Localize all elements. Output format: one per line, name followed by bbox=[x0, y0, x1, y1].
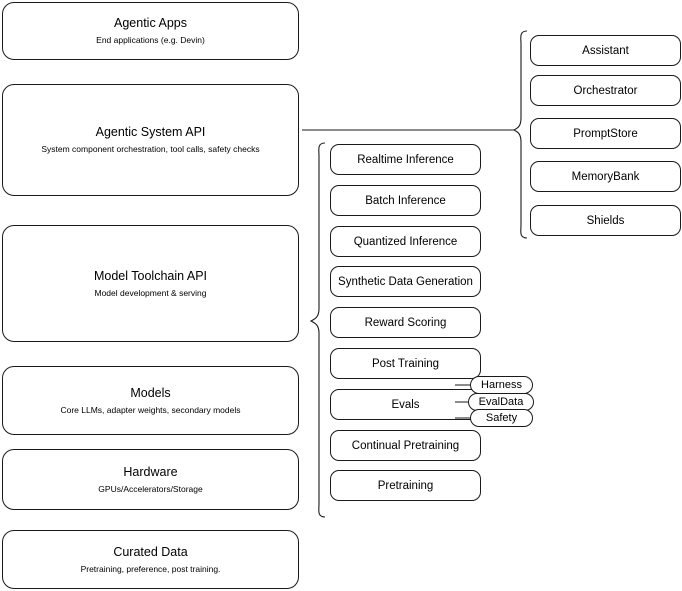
node-orchestrator[interactable]: Orchestrator bbox=[530, 75, 681, 106]
layer-title: Agentic System API bbox=[95, 125, 206, 140]
node-batch-inference[interactable]: Batch Inference bbox=[330, 185, 481, 216]
brace-system-components bbox=[512, 30, 528, 239]
layer-subtitle: GPUs/Accelerators/Storage bbox=[98, 483, 203, 494]
node-label: Assistant bbox=[582, 44, 629, 57]
node-label: Synthetic Data Generation bbox=[338, 275, 473, 288]
layer-curated-data[interactable]: Curated Data Pretraining, preference, po… bbox=[2, 530, 299, 589]
pill-label: Safety bbox=[485, 412, 518, 424]
node-promptstore[interactable]: PromptStore bbox=[530, 118, 681, 149]
node-pretraining[interactable]: Pretraining bbox=[330, 470, 481, 501]
layer-title: Curated Data bbox=[113, 544, 188, 559]
layer-subtitle: Model development & serving bbox=[94, 287, 207, 298]
node-post-training[interactable]: Post Training bbox=[330, 348, 481, 379]
layer-models[interactable]: Models Core LLMs, adapter weights, secon… bbox=[2, 366, 299, 435]
pill-harness[interactable]: Harness bbox=[470, 376, 533, 394]
node-memorybank[interactable]: MemoryBank bbox=[530, 161, 681, 192]
node-label: Pretraining bbox=[377, 479, 434, 492]
node-label: Quantized Inference bbox=[353, 235, 458, 248]
layer-subtitle: System component orchestration, tool cal… bbox=[41, 144, 260, 155]
layer-subtitle: End applications (e.g. Devin) bbox=[96, 35, 205, 46]
layer-title: Model Toolchain API bbox=[93, 268, 208, 283]
node-label: Shields bbox=[586, 214, 625, 227]
node-label: Post Training bbox=[371, 357, 440, 370]
node-assistant[interactable]: Assistant bbox=[530, 35, 681, 66]
layer-title: Agentic Apps bbox=[114, 16, 187, 31]
node-label: PromptStore bbox=[573, 127, 638, 140]
node-realtime-inference[interactable]: Realtime Inference bbox=[330, 144, 481, 175]
layer-agentic-apps[interactable]: Agentic Apps End applications (e.g. Devi… bbox=[2, 2, 299, 60]
layer-subtitle: Pretraining, preference, post training. bbox=[80, 563, 221, 574]
layer-model-toolchain-api[interactable]: Model Toolchain API Model development & … bbox=[2, 225, 299, 342]
node-shields[interactable]: Shields bbox=[530, 205, 681, 236]
pill-label: EvalData bbox=[478, 396, 524, 408]
node-label: Orchestrator bbox=[573, 84, 638, 97]
node-continual-pretraining[interactable]: Continual Pretraining bbox=[330, 430, 481, 461]
pill-safety[interactable]: Safety bbox=[470, 409, 533, 427]
layer-agentic-system-api[interactable]: Agentic System API System component orch… bbox=[2, 84, 299, 196]
node-label: Batch Inference bbox=[365, 194, 446, 207]
node-label: Reward Scoring bbox=[364, 316, 447, 329]
node-synthetic-data-generation[interactable]: Synthetic Data Generation bbox=[330, 266, 481, 297]
node-label: Continual Pretraining bbox=[351, 439, 460, 452]
layer-subtitle: Core LLMs, adapter weights, secondary mo… bbox=[60, 404, 241, 415]
brace-toolchain-components bbox=[309, 142, 326, 518]
node-label: MemoryBank bbox=[571, 170, 640, 183]
layer-hardware[interactable]: Hardware GPUs/Accelerators/Storage bbox=[2, 449, 299, 510]
node-label: Evals bbox=[391, 398, 420, 411]
node-reward-scoring[interactable]: Reward Scoring bbox=[330, 307, 481, 338]
layer-title: Models bbox=[130, 385, 171, 400]
node-label: Realtime Inference bbox=[357, 153, 454, 166]
pill-label: Harness bbox=[481, 379, 522, 391]
node-evals[interactable]: Evals bbox=[330, 389, 481, 420]
node-quantized-inference[interactable]: Quantized Inference bbox=[330, 226, 481, 257]
layer-title: Hardware bbox=[123, 464, 178, 479]
